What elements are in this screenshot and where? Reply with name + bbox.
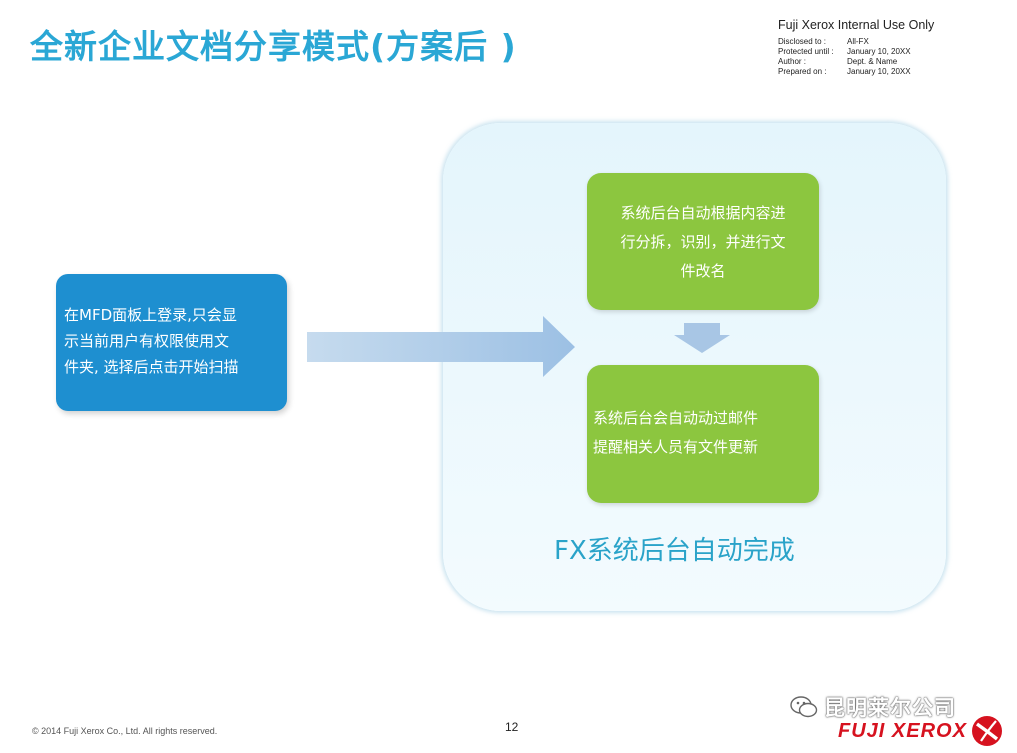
step-line: 在MFD面板上登录,只会显 (64, 306, 237, 324)
step-line: 提醒相关人员有文件更新 (593, 438, 759, 456)
fuji-xerox-logo: FUJI XEROX (838, 715, 1003, 747)
page-number: 12 (505, 720, 519, 734)
panel-caption: FX系统后台自动完成 (554, 536, 795, 566)
watermark-text: 昆明莱尔公司 (824, 696, 956, 720)
slide-title: 全新企业文档分享模式(方案后 ) (30, 27, 517, 66)
down-arrow-icon (674, 323, 730, 353)
email-notify-step: 系统后台会自动动过邮件 提醒相关人员有文件更新 (587, 365, 819, 503)
step-line: 件改名 (680, 262, 726, 280)
classification-row: Author :Dept. & Name (778, 57, 898, 66)
classification-block: Fuji Xerox Internal Use Only Disclosed t… (778, 18, 934, 77)
login-scan-step: 在MFD面板上登录,只会显 示当前用户有权限使用文 件夹, 选择后点击开始扫描 (56, 274, 287, 411)
wechat-icon (790, 696, 818, 718)
classification-heading: Fuji Xerox Internal Use Only (778, 18, 935, 32)
step-line: 行分拆，识别，并进行文 (620, 233, 786, 251)
step-line: 系统后台会自动动过邮件 (593, 409, 759, 427)
step-line: 系统后台自动根据内容进 (620, 204, 786, 222)
classification-row: Prepared on :January 10, 20XX (778, 67, 911, 76)
watermark: 昆明莱尔公司 (790, 692, 956, 722)
step-line: 件夹, 选择后点击开始扫描 (64, 358, 239, 376)
classification-row: Disclosed to :All-FX (778, 37, 869, 46)
right-arrow-icon (307, 316, 575, 377)
auto-split-step: 系统后台自动根据内容进 行分拆，识别，并进行文 件改名 (587, 173, 819, 310)
logo-text: FUJI XEROX (838, 719, 967, 742)
step-line: 示当前用户有权限使用文 (64, 332, 230, 350)
classification-row: Protected until :January 10, 20XX (778, 47, 911, 56)
xerox-x-icon (971, 716, 1002, 746)
copyright-text: © 2014 Fuji Xerox Co., Ltd. All rights r… (32, 726, 218, 736)
